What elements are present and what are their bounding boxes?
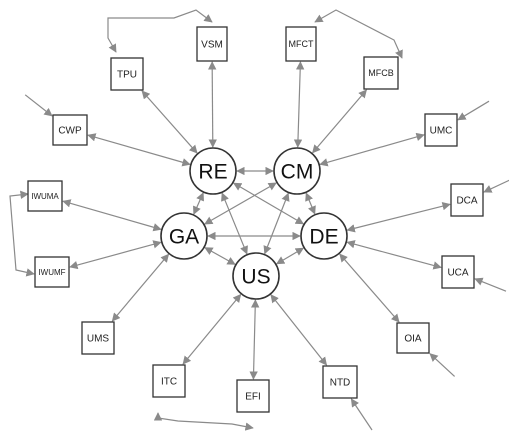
component-uca: UCA — [441, 255, 475, 289]
component-label: VSM — [201, 40, 223, 51]
component-box — [81, 321, 115, 355]
link-de-uca — [346, 240, 442, 270]
edges-layer — [9, 9, 509, 431]
link-re-tpu — [141, 90, 198, 154]
component-box — [322, 365, 358, 399]
component-box — [441, 255, 475, 289]
link-de-dca — [346, 202, 451, 233]
component-label: MFCT — [289, 39, 314, 49]
component-iwumf: IWUMF — [34, 256, 70, 288]
hub-circle — [232, 252, 280, 300]
hub-label: GA — [169, 226, 199, 249]
external-link-cwp — [24, 94, 53, 117]
link-us-efi — [249, 299, 260, 380]
link-re-vsm — [208, 61, 217, 148]
component-label: IWUMA — [31, 192, 59, 201]
component-ums: UMS — [81, 321, 115, 355]
hub-circle — [273, 147, 321, 195]
component-label: UMS — [87, 334, 110, 345]
peer-link-itc-efi — [153, 412, 254, 431]
component-efi: EFI — [236, 379, 270, 413]
hub-link-ga-us — [204, 247, 236, 265]
component-box — [34, 256, 70, 288]
link-cm-mfcb — [312, 89, 367, 154]
component-oia: OIA — [396, 322, 430, 354]
component-label: NTD — [330, 378, 351, 389]
component-itc: ITC — [152, 364, 186, 398]
link-cm-mfct — [293, 61, 305, 148]
component-label: MFCB — [368, 68, 394, 78]
link-ga-ums — [111, 253, 170, 322]
component-box — [52, 114, 88, 146]
component-label: UCA — [447, 268, 468, 279]
external-link-ntd — [350, 398, 373, 431]
component-iwuma: IWUMA — [27, 180, 63, 212]
hub-us: US — [232, 252, 280, 300]
hub-link-cm-us — [263, 192, 290, 255]
component-box — [152, 364, 186, 398]
link-us-itc — [182, 293, 242, 365]
link-re-cwp — [87, 133, 191, 167]
component-box — [27, 180, 63, 212]
hub-label: DE — [309, 226, 338, 249]
component-label: UMC — [430, 126, 453, 137]
hub-de: DE — [300, 212, 348, 260]
external-link-dca — [483, 179, 509, 193]
component-label: DCA — [456, 196, 477, 207]
component-box — [285, 26, 317, 62]
external-link-oia — [429, 353, 456, 377]
component-box — [196, 26, 228, 62]
hub-label: CM — [281, 161, 314, 184]
component-label: OIA — [404, 334, 422, 345]
peer-link-mfct-mfcb — [314, 9, 403, 59]
hub-circle — [189, 147, 237, 195]
peer-link-tpu-vsm — [107, 9, 213, 53]
component-label: TPU — [117, 70, 137, 81]
hub-circle — [160, 212, 208, 260]
hub-label: US — [241, 266, 270, 289]
component-box — [110, 57, 144, 91]
component-dca: DCA — [450, 183, 484, 217]
external-link-uca — [474, 277, 507, 292]
hub-link-cm-ga — [204, 182, 277, 225]
nodes-layer: VSM MFCT TPU MFCB CWP UMC IWUMA DCA IWUMF UCA UMS O… — [27, 26, 484, 413]
component-box — [236, 379, 270, 413]
link-us-ntd — [270, 294, 328, 366]
component-box — [396, 322, 430, 354]
component-mfct: MFCT — [285, 26, 317, 62]
hub-link-de-us — [275, 247, 305, 265]
hub-ga: GA — [160, 212, 208, 260]
hub-cm: CM — [273, 147, 321, 195]
hub-link-re-ga — [193, 192, 204, 215]
hub-label: RE — [198, 161, 227, 184]
link-cm-umc — [319, 132, 425, 167]
hub-link-cm-de — [305, 192, 316, 215]
component-label: ITC — [161, 377, 177, 388]
link-ga-iwumf — [69, 240, 162, 270]
component-box — [424, 113, 458, 147]
link-ga-iwuma — [62, 199, 162, 232]
hub-re: RE — [189, 147, 237, 195]
peer-link-iwuma-iwumf — [9, 190, 35, 277]
external-link-umc — [457, 100, 490, 121]
component-vsm: VSM — [196, 26, 228, 62]
component-label: IWUMF — [38, 268, 65, 277]
hub-circle — [300, 212, 348, 260]
component-box — [363, 56, 399, 90]
component-cwp: CWP — [52, 114, 88, 146]
component-umc: UMC — [424, 113, 458, 147]
component-mfcb: MFCB — [363, 56, 399, 90]
link-de-oia — [339, 253, 400, 323]
component-label: CWP — [58, 126, 82, 137]
component-ntd: NTD — [322, 365, 358, 399]
component-tpu: TPU — [110, 57, 144, 91]
component-label: EFI — [245, 392, 261, 403]
component-box — [450, 183, 484, 217]
